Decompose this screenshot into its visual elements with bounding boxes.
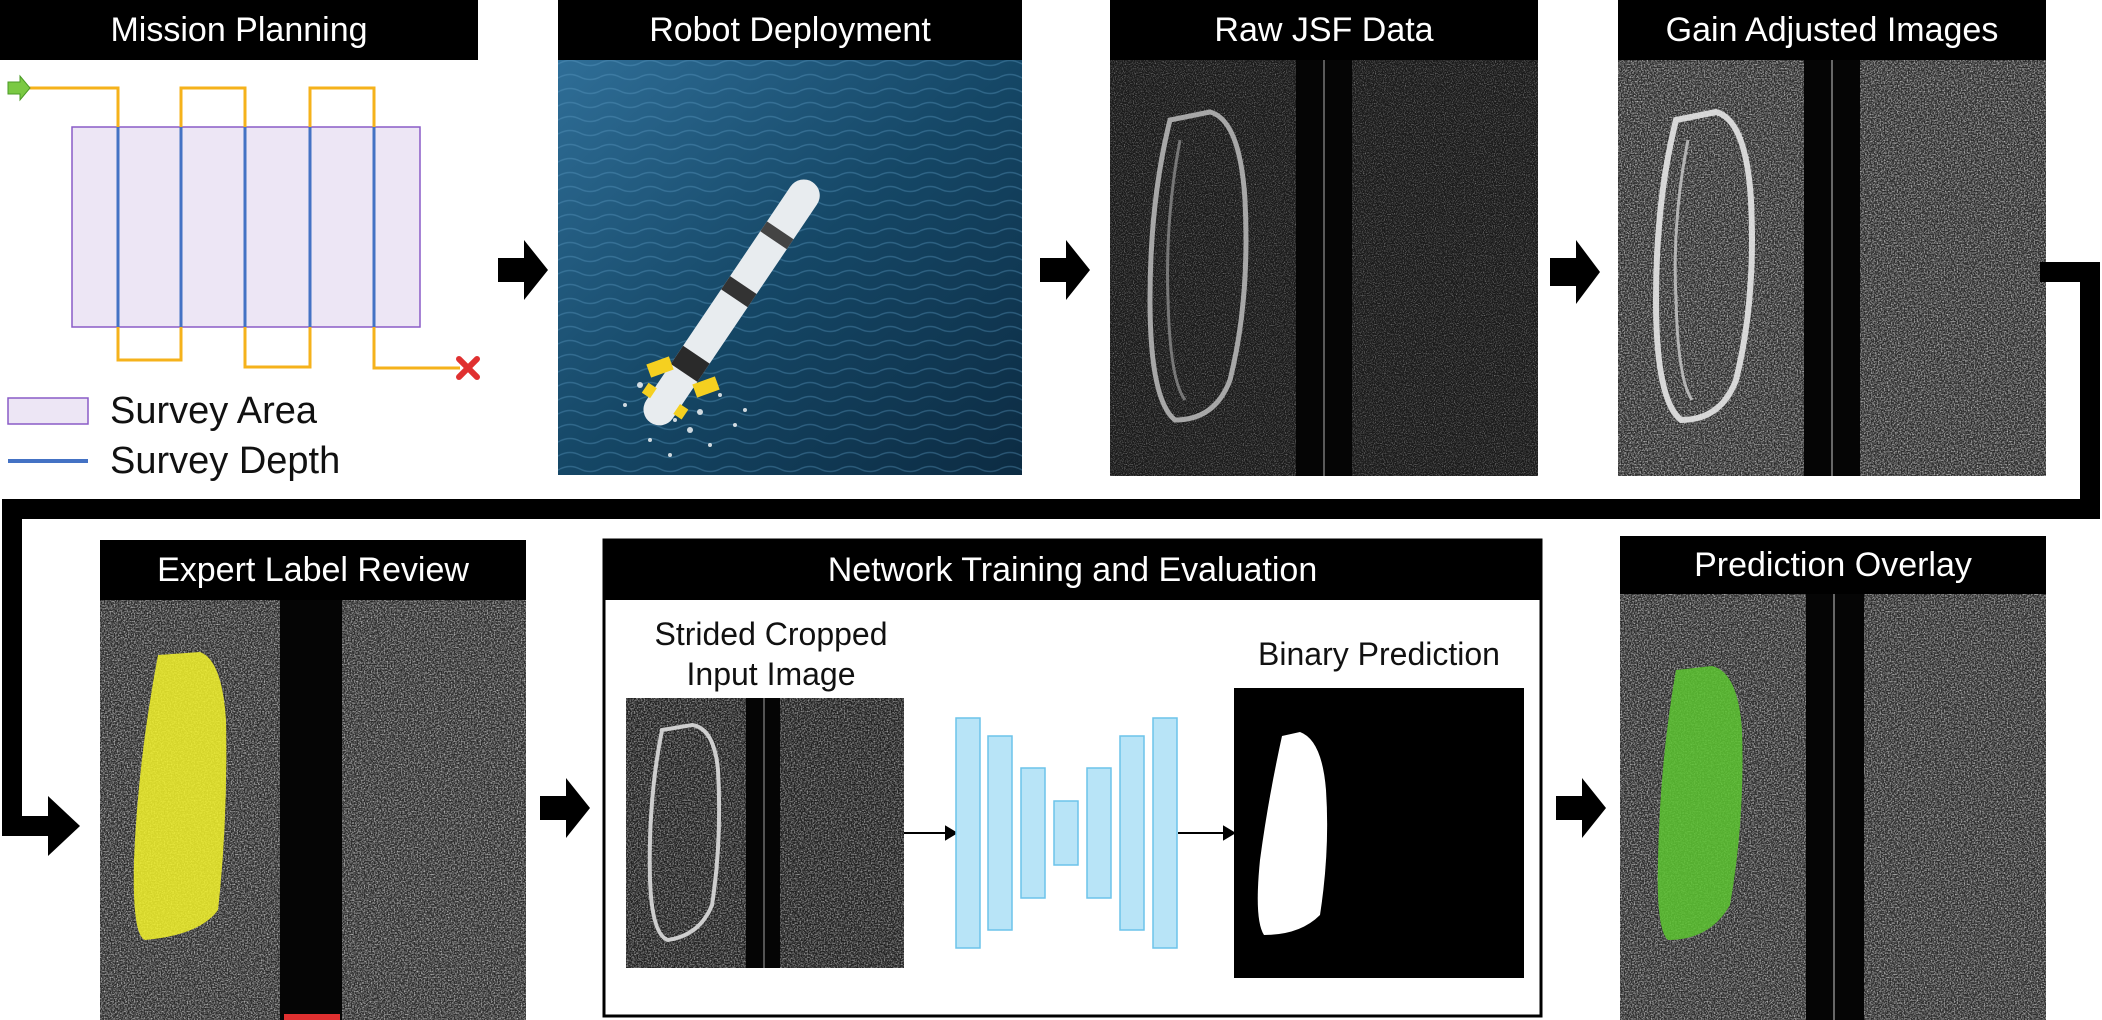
end-cross-icon [456, 356, 480, 380]
raw-jsf-title: Raw JSF Data [1110, 0, 1538, 60]
network-layer [955, 717, 981, 949]
label-overlay [133, 652, 227, 940]
row-connector [2, 262, 2100, 836]
connector-arrowhead-icon [48, 796, 80, 856]
arrow-icon [540, 778, 590, 838]
arrow-icon [1556, 778, 1606, 838]
prediction-overlay-title: Prediction Overlay [1620, 536, 2046, 594]
input-image-label-line2: Input Image [686, 656, 856, 692]
network-layer [1053, 800, 1079, 866]
flow-arrows [498, 240, 1606, 838]
raw-jsf-sonar-image [1110, 60, 1538, 476]
prediction-overlay-mask [1657, 666, 1743, 940]
network-layer [1086, 767, 1112, 899]
gain-adjusted-title: Gain Adjusted Images [1618, 0, 2046, 60]
survey-path [26, 86, 460, 370]
start-arrow-icon [7, 74, 31, 102]
robot-deployment-photo [558, 60, 1022, 475]
legend-survey-depth-label: Survey Depth [110, 440, 341, 482]
input-image-label-line1: Strided Cropped [654, 616, 888, 652]
mission-planning-diagram [7, 74, 480, 463]
network-layer [987, 735, 1013, 931]
network-layer [1152, 717, 1178, 949]
mission-planning-title: Mission Planning [0, 0, 478, 60]
arrow-icon [1040, 240, 1090, 300]
binary-prediction-image [1234, 688, 1524, 978]
network-io-arrows [904, 825, 1236, 841]
network-layer [1020, 767, 1046, 899]
binary-prediction-label: Binary Prediction [1258, 636, 1500, 672]
auv-robot [641, 179, 820, 426]
arrow-icon [1550, 240, 1600, 304]
legend-survey-area-label: Survey Area [110, 390, 317, 432]
network-training-title: Network Training and Evaluation [604, 540, 1541, 600]
network-layer [1119, 735, 1145, 931]
input-image-label: Strided Cropped Input Image [626, 614, 916, 694]
arrow-icon [498, 240, 548, 300]
robot-deployment-title: Robot Deployment [558, 0, 1022, 60]
prediction-overlay-sonar-image [1620, 594, 2046, 1020]
survey-depth-lines [116, 127, 376, 327]
input-crop-image [626, 698, 904, 968]
unet-network-layers [955, 717, 1178, 949]
legend-survey-area-swatch [7, 397, 89, 425]
expert-label-title: Expert Label Review [100, 540, 526, 600]
expert-label-sonar-image [100, 600, 526, 1020]
gain-adjusted-sonar-image [1618, 60, 2046, 476]
